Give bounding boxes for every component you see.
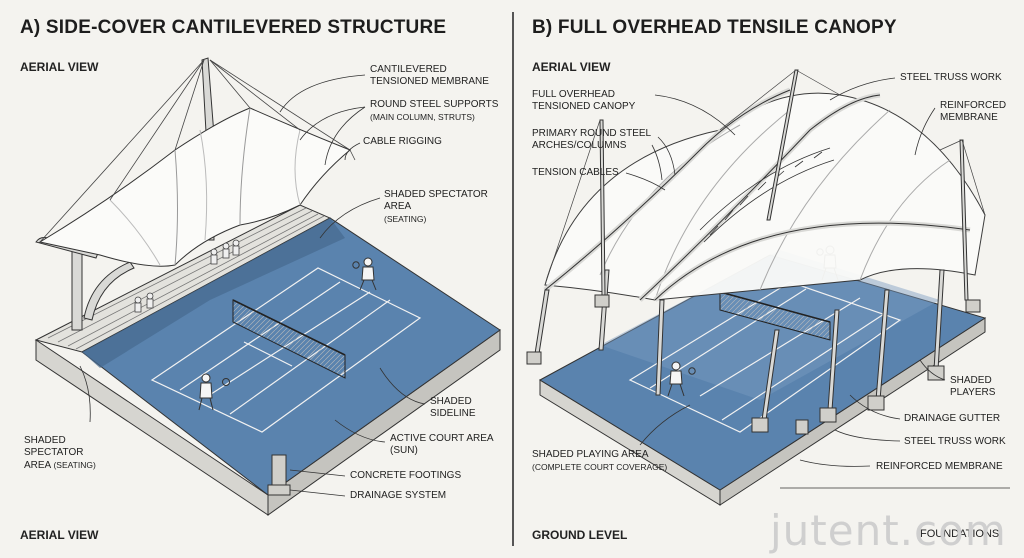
- panel-divider: [512, 12, 514, 546]
- label-players-line2: PLAYERS: [950, 387, 996, 398]
- label-active-court-line1: ACTIVE COURT AREA: [390, 433, 494, 444]
- tensioned-membrane-a: [38, 107, 351, 267]
- tensile-canopy-b: [544, 92, 986, 301]
- label-arches-line1: PRIMARY ROUND STEEL: [532, 128, 652, 139]
- label-canopy-line2: TENSIONED CANOPY: [532, 101, 636, 112]
- label-playing-area-line1: SHADED PLAYING AREA: [532, 449, 649, 460]
- label-drainage-gutter-text: DRAINAGE GUTTER: [904, 413, 1001, 424]
- footings-a: [267, 454, 291, 496]
- panel-b-title: B) FULL OVERHEAD TENSILE CANOPY: [532, 17, 897, 38]
- label-foundations: FOUNDATIONS: [920, 528, 1000, 540]
- steel-arches-b: [543, 87, 971, 302]
- footings-b: [526, 294, 981, 435]
- player-far-a: [352, 257, 377, 291]
- panel-a-view-top: AERIAL VIEW: [20, 60, 99, 74]
- court-surface: [81, 217, 501, 496]
- leader-lines-b: [625, 77, 1010, 489]
- label-steel-truss-top-text: STEEL TRUSS WORK: [900, 72, 1002, 83]
- label-concrete-footings-text: CONCRETE FOOTINGS: [350, 470, 462, 481]
- membrane-shadow: [82, 218, 345, 368]
- label-cantilevered-membrane-line2: TENSIONED MEMBRANE: [370, 76, 489, 87]
- label-shaded-playing-area: SHADED PLAYING AREA (COMPLETE COURT COVE…: [532, 449, 667, 473]
- label-drainage-system: DRAINAGE SYSTEM: [350, 490, 446, 502]
- label-active-court-area: ACTIVE COURT AREA (SUN): [390, 433, 494, 457]
- panel-a-drawing: [34, 57, 501, 516]
- label-sideline-line2: SIDELINE: [430, 408, 476, 419]
- label-spectator-right-line2: AREA: [384, 201, 412, 212]
- label-spectator-right-line3: (SEATING): [384, 214, 427, 224]
- watermark: jutent.com: [770, 506, 1007, 555]
- label-playing-area-line2: (COMPLETE COURT COVERAGE): [532, 462, 668, 472]
- label-primary-arches: PRIMARY ROUND STEEL ARCHES/COLUMNS: [532, 128, 651, 152]
- label-round-steel-supports-line1: ROUND STEEL SUPPORTS: [370, 99, 499, 110]
- label-round-steel-supports: ROUND STEEL SUPPORTS (MAIN COLUMN, STRUT…: [370, 99, 498, 123]
- label-drainage-system-text: DRAINAGE SYSTEM: [350, 490, 447, 501]
- tension-cables-b: [544, 69, 986, 286]
- label-cable-rigging-text: CABLE RIGGING: [363, 136, 442, 147]
- label-spectator-left-line3: AREA: [24, 460, 51, 471]
- label-players-line1: SHADED: [950, 375, 992, 386]
- spectators: [134, 239, 240, 313]
- panel-b-drawing: [526, 69, 1010, 506]
- label-cantilevered-membrane: CANTILEVERED TENSIONED MEMBRANE: [370, 64, 489, 88]
- label-tension-cables: TENSION CABLES: [532, 167, 619, 179]
- label-concrete-footings: CONCRETE FOOTINGS: [350, 470, 461, 482]
- cable-rigging-a: [39, 59, 356, 243]
- label-reinforced-membrane-top: REINFORCED MEMBRANE: [940, 100, 1006, 124]
- label-reinforced-membrane-bottom: REINFORCED MEMBRANE: [876, 461, 1003, 473]
- panel-b-view-top: AERIAL VIEW: [532, 60, 611, 74]
- leader-lines-a: [79, 74, 426, 497]
- panel-a-view-bottom: AERIAL VIEW: [20, 528, 99, 542]
- label-reinforced-top-line1: REINFORCED: [940, 100, 1007, 111]
- player-near-b: [667, 361, 696, 397]
- label-arches-line2: ARCHES/COLUMNS: [532, 140, 627, 151]
- steel-truss-b: [699, 147, 835, 243]
- label-drainage-gutter: DRAINAGE GUTTER: [904, 413, 1000, 425]
- label-shaded-spectator-left: SHADED SPECTATOR AREA (SEATING): [24, 435, 96, 472]
- label-reinforced-top-line2: MEMBRANE: [940, 112, 998, 123]
- label-spectator-right-line1: SHADED SPECTATOR: [384, 189, 488, 200]
- label-round-steel-supports-line2: (MAIN COLUMN, STRUTS): [370, 112, 475, 122]
- panel-a-title: A) SIDE-COVER CANTILEVERED STRUCTURE: [20, 17, 447, 38]
- label-tension-cables-text: TENSION CABLES: [532, 167, 619, 178]
- label-spectator-left-line1: SHADED: [24, 435, 66, 446]
- label-shaded-players: SHADED PLAYERS: [950, 375, 995, 399]
- label-canopy-line1: FULL OVERHEAD: [532, 89, 615, 100]
- label-spectator-left-line4: (SEATING): [53, 460, 96, 470]
- label-shaded-spectator-right: SHADED SPECTATOR AREA (SEATING): [384, 189, 488, 225]
- label-active-court-line2: (SUN): [390, 445, 418, 456]
- player-near-a: [198, 373, 230, 411]
- tennis-net-a: [232, 299, 346, 379]
- label-steel-truss-bottom-text: STEEL TRUSS WORK: [904, 436, 1006, 447]
- label-steel-truss-top: STEEL TRUSS WORK: [900, 72, 1002, 84]
- panel-b-view-bottom: GROUND LEVEL: [532, 528, 628, 542]
- label-full-overhead-canopy: FULL OVERHEAD TENSIONED CANOPY: [532, 89, 635, 113]
- label-spectator-left-line2: SPECTATOR: [24, 447, 84, 458]
- columns-b: [533, 69, 969, 421]
- label-cantilevered-membrane-line1: CANTILEVERED: [370, 64, 447, 75]
- label-shaded-sideline: SHADED SIDELINE: [430, 396, 476, 420]
- label-cable-rigging: CABLE RIGGING: [363, 136, 442, 148]
- label-reinforced-bottom-text: REINFORCED MEMBRANE: [876, 461, 1003, 472]
- tennis-net-b: [719, 291, 831, 341]
- label-steel-truss-bottom: STEEL TRUSS WORK: [904, 436, 1006, 448]
- label-sideline-line1: SHADED: [430, 396, 472, 407]
